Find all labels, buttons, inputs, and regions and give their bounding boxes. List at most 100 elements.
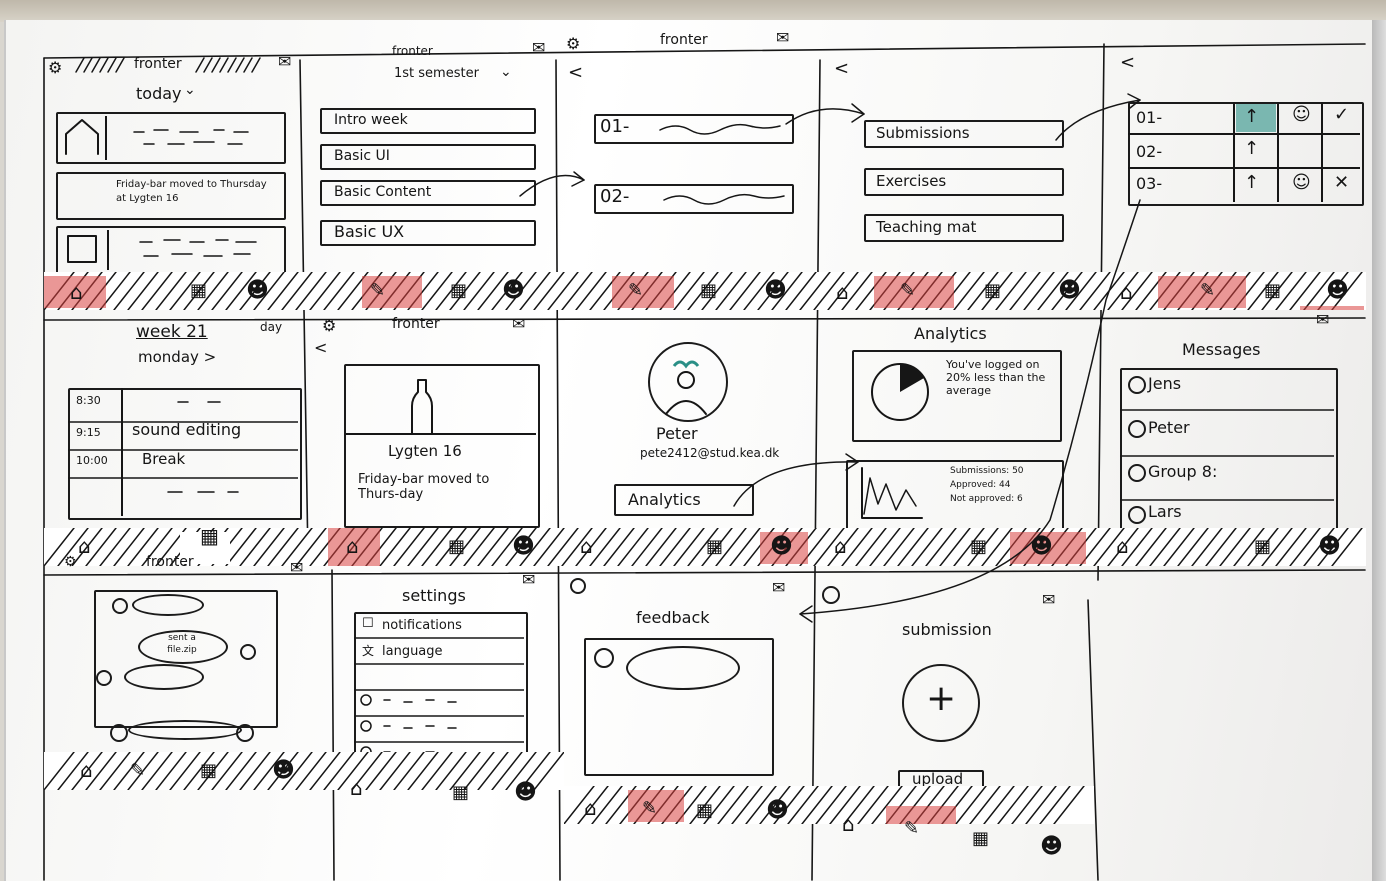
- pencil-icon[interactable]: ✎: [1200, 280, 1216, 301]
- feedback-icon[interactable]: ☺: [1292, 104, 1311, 125]
- pencil-icon[interactable]: ✎: [900, 280, 916, 301]
- person-icon[interactable]: ☻: [764, 278, 787, 303]
- mail-icon[interactable]: ✉: [290, 558, 304, 577]
- mail-icon[interactable]: ✉: [532, 38, 546, 57]
- file-message[interactable]: sent a file.zip: [167, 633, 197, 655]
- person-icon[interactable]: ☻: [1326, 278, 1349, 303]
- home-icon[interactable]: ⌂: [584, 796, 597, 820]
- gear-icon[interactable]: ⚙: [566, 34, 581, 53]
- home-icon[interactable]: ⌂: [70, 280, 83, 304]
- home-icon[interactable]: ⌂: [836, 280, 849, 304]
- send-icon[interactable]: [236, 724, 254, 742]
- pencil-icon[interactable]: ✎: [642, 798, 658, 819]
- calendar-icon[interactable]: ▦: [452, 782, 470, 803]
- pencil-icon[interactable]: ✎: [628, 280, 644, 301]
- schedule-time: 10:00: [76, 454, 108, 467]
- home-icon[interactable]: ⌂: [580, 534, 593, 558]
- mail-icon[interactable]: ✉: [522, 570, 536, 589]
- schedule-event[interactable]: sound editing: [132, 420, 242, 439]
- mail-icon[interactable]: ✉: [776, 28, 790, 47]
- pencil-icon[interactable]: ✎: [370, 280, 386, 301]
- gear-icon[interactable]: ⚙: [64, 554, 77, 570]
- pencil-icon[interactable]: ✎: [904, 818, 920, 839]
- upload-arrow-icon[interactable]: ↑: [1244, 172, 1260, 193]
- chat-bubble[interactable]: [138, 630, 228, 664]
- pencil-icon[interactable]: ✎: [130, 760, 146, 781]
- person-icon[interactable]: ☻: [1030, 534, 1053, 559]
- add-icon[interactable]: [110, 724, 128, 742]
- day-selector[interactable]: monday >: [138, 348, 217, 366]
- home-icon[interactable]: ⌂: [80, 758, 93, 782]
- gear-icon[interactable]: ⚙: [322, 316, 337, 335]
- calendar-icon[interactable]: ▦: [696, 800, 714, 821]
- message-sender[interactable]: Group 8:: [1148, 462, 1218, 481]
- person-icon[interactable]: ☻: [770, 534, 793, 559]
- home-icon[interactable]: ⌂: [834, 534, 847, 558]
- feedback-bubble[interactable]: [626, 646, 740, 690]
- calendar-icon[interactable]: ▦: [200, 760, 218, 781]
- person-icon[interactable]: ☻: [1058, 278, 1081, 303]
- calendar-icon[interactable]: ▦: [970, 536, 988, 557]
- calendar-icon[interactable]: ▦: [706, 536, 724, 557]
- home-icon[interactable]: ⌂: [346, 534, 359, 558]
- mail-icon[interactable]: ✉: [278, 52, 292, 71]
- calendar-icon[interactable]: ▦: [984, 280, 1002, 301]
- home-icon[interactable]: ⌂: [78, 534, 91, 558]
- calendar-icon[interactable]: ▦: [448, 536, 466, 557]
- course-item[interactable]: [594, 114, 794, 144]
- settings-item[interactable]: notifications: [382, 618, 462, 633]
- upload-arrow-icon[interactable]: ↑: [1244, 106, 1260, 127]
- message-sender[interactable]: Lars: [1148, 502, 1182, 521]
- message-sender[interactable]: Jens: [1148, 374, 1182, 393]
- calendar-icon[interactable]: ▦: [972, 828, 990, 849]
- day-toggle[interactable]: day: [260, 320, 283, 334]
- home-icon[interactable]: ⌂: [842, 812, 855, 836]
- checkbox-icon[interactable]: ☐: [362, 616, 374, 631]
- event-card[interactable]: [344, 364, 540, 528]
- calendar-icon[interactable]: ▦: [700, 280, 718, 301]
- message-sender[interactable]: Peter: [1148, 418, 1190, 437]
- list-item[interactable]: [320, 220, 536, 246]
- person-icon[interactable]: ☻: [246, 278, 269, 303]
- person-icon[interactable]: ☻: [272, 758, 295, 783]
- back-icon[interactable]: <: [314, 338, 328, 357]
- mail-icon[interactable]: ✉: [1316, 310, 1330, 329]
- home-icon[interactable]: ⌂: [1116, 534, 1129, 558]
- back-icon[interactable]: <: [834, 58, 850, 79]
- chevron-down-icon[interactable]: ⌄: [184, 82, 196, 98]
- home-icon[interactable]: ⌂: [350, 776, 363, 800]
- add-file-button[interactable]: [902, 664, 980, 742]
- calendar-icon[interactable]: ▦: [1254, 536, 1272, 557]
- calendar-icon[interactable]: ▦: [190, 280, 208, 301]
- semester-selector[interactable]: 1st semester: [394, 66, 479, 81]
- message-input[interactable]: [128, 720, 242, 740]
- mail-icon[interactable]: ✉: [1042, 590, 1056, 609]
- schedule-event[interactable]: Break: [142, 450, 186, 468]
- person-icon[interactable]: ☻: [766, 798, 789, 823]
- mail-icon[interactable]: ✉: [772, 578, 786, 597]
- feedback-icon[interactable]: ☺: [1292, 172, 1311, 193]
- back-icon[interactable]: <: [568, 62, 584, 83]
- menu-item[interactable]: [864, 168, 1064, 196]
- person-icon[interactable]: ☻: [1040, 834, 1063, 859]
- chevron-down-icon[interactable]: ⌄: [500, 64, 512, 80]
- home-icon[interactable]: ⌂: [1120, 280, 1133, 304]
- feed-card[interactable]: [56, 112, 286, 164]
- gear-icon[interactable]: ⚙: [48, 58, 63, 77]
- person-icon[interactable]: ☻: [514, 780, 537, 805]
- upload-arrow-icon[interactable]: ↑: [1244, 138, 1260, 159]
- list-item[interactable]: [320, 108, 536, 134]
- list-item[interactable]: [320, 144, 536, 170]
- notice-card[interactable]: [56, 172, 286, 220]
- back-icon[interactable]: <: [1120, 52, 1136, 73]
- person-icon[interactable]: ☻: [512, 534, 535, 559]
- calendar-icon[interactable]: ▦: [1264, 280, 1282, 301]
- person-icon[interactable]: ☻: [1318, 534, 1341, 559]
- course-item[interactable]: [594, 184, 794, 214]
- mail-icon[interactable]: ✉: [512, 314, 526, 333]
- calendar-icon[interactable]: ▦: [200, 524, 219, 548]
- calendar-icon[interactable]: ▦: [450, 280, 468, 301]
- person-icon[interactable]: ☻: [502, 278, 525, 303]
- settings-item[interactable]: language: [382, 644, 443, 659]
- page-title: settings: [402, 586, 466, 605]
